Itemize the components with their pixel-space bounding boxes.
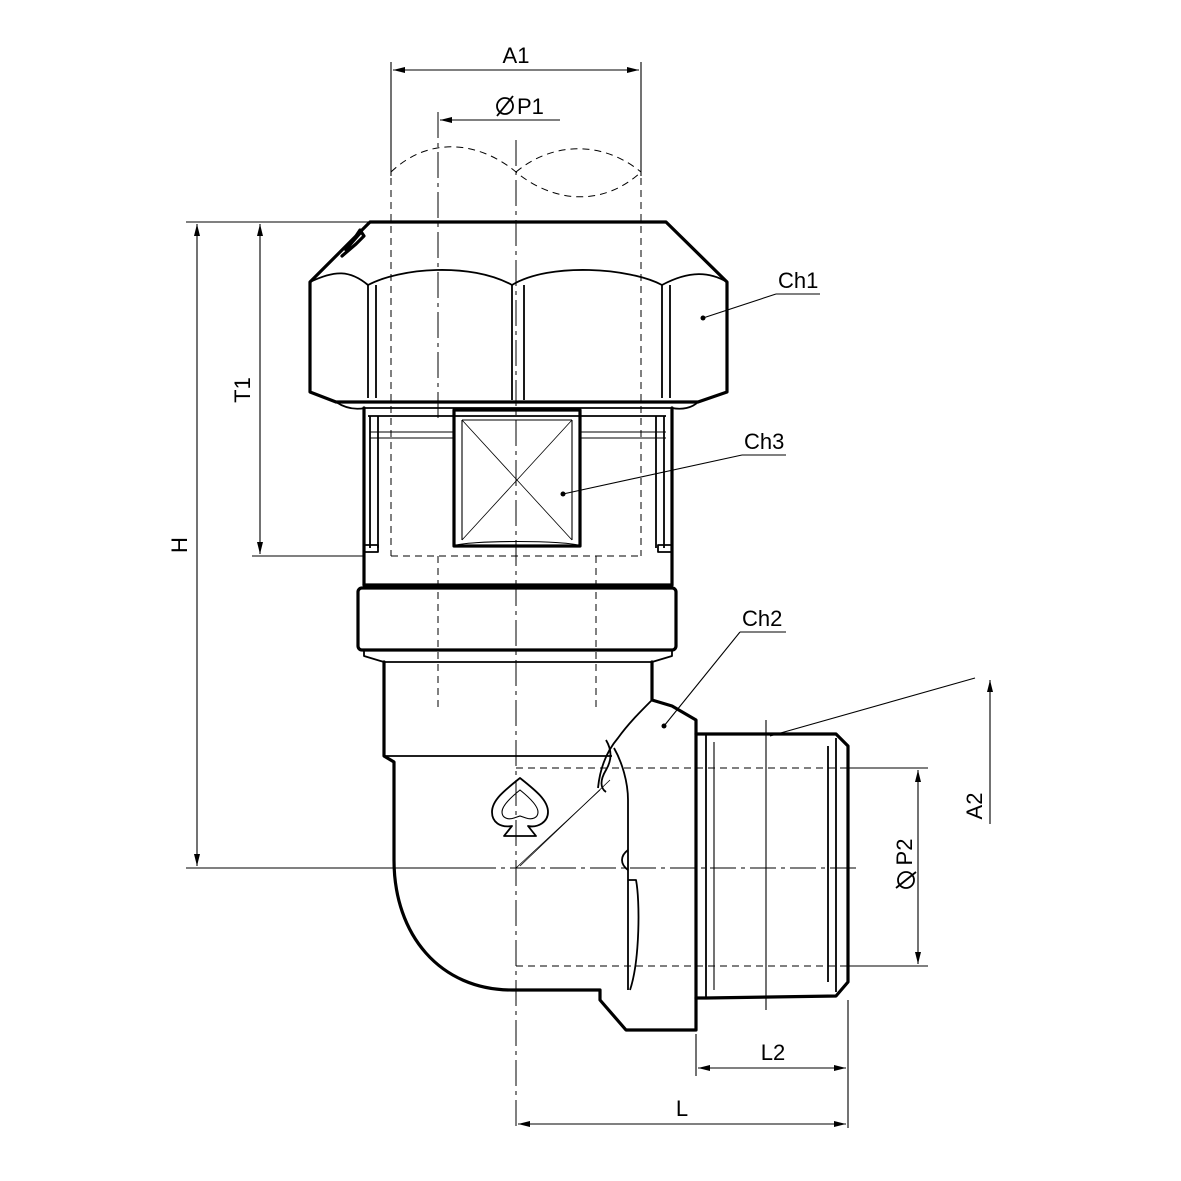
leader-ch1: Ch1: [700, 268, 820, 321]
dimension-l2: L2: [695, 1000, 849, 1128]
dimension-p1: P1: [440, 94, 560, 123]
collar: [356, 586, 678, 663]
ch3-label: Ch3: [744, 429, 784, 454]
ch1-label: Ch1: [778, 268, 818, 293]
leader-ch3: Ch3: [560, 429, 786, 497]
coupling-nut-ch1: [308, 220, 729, 410]
male-thread: [516, 720, 850, 1010]
dimension-t1: T1: [230, 221, 370, 557]
dimension-a1: A1: [390, 43, 642, 176]
p1-label: P1: [517, 94, 544, 119]
dimension-a2: A2: [769, 677, 993, 824]
elbow-body: [382, 660, 698, 1032]
dimension-h: H: [167, 221, 470, 869]
body-section-ch3: [362, 406, 674, 587]
h-label: H: [167, 537, 192, 553]
diameter-symbol: [496, 97, 514, 115]
l-label: L: [676, 1096, 688, 1121]
dimension-l: L: [518, 1096, 846, 1127]
t1-label: T1: [230, 377, 255, 403]
p2-label: P2: [892, 839, 917, 866]
center-lines: [437, 112, 860, 1130]
dimension-p2: P2: [848, 767, 928, 967]
ch2-label: Ch2: [742, 606, 782, 631]
spade-logo-icon: [491, 777, 549, 837]
l2-label: L2: [761, 1040, 785, 1065]
a1-label: A1: [503, 43, 530, 68]
diameter-symbol-p2: [897, 871, 915, 889]
a2-label: A2: [962, 793, 987, 820]
leader-ch2: Ch2: [661, 606, 786, 729]
